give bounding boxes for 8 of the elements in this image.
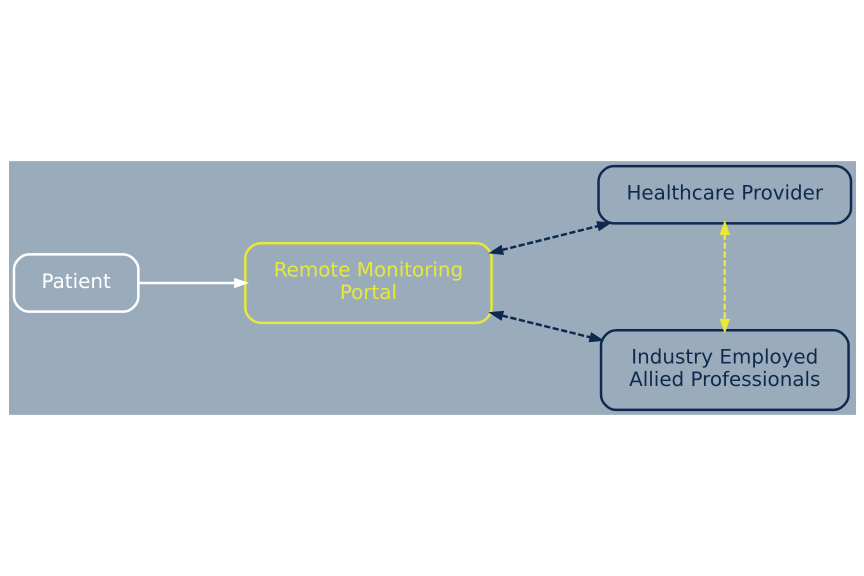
node-box: Industry Employed Allied Professionals — [599, 329, 850, 412]
arrow — [488, 221, 612, 255]
arrow — [488, 310, 604, 342]
node-box: Patient — [12, 253, 140, 313]
arrow — [719, 220, 730, 334]
node-box: Remote Monitoring Portal — [244, 242, 492, 324]
arrow — [138, 278, 249, 288]
node-box: Healthcare Provider — [596, 164, 852, 225]
